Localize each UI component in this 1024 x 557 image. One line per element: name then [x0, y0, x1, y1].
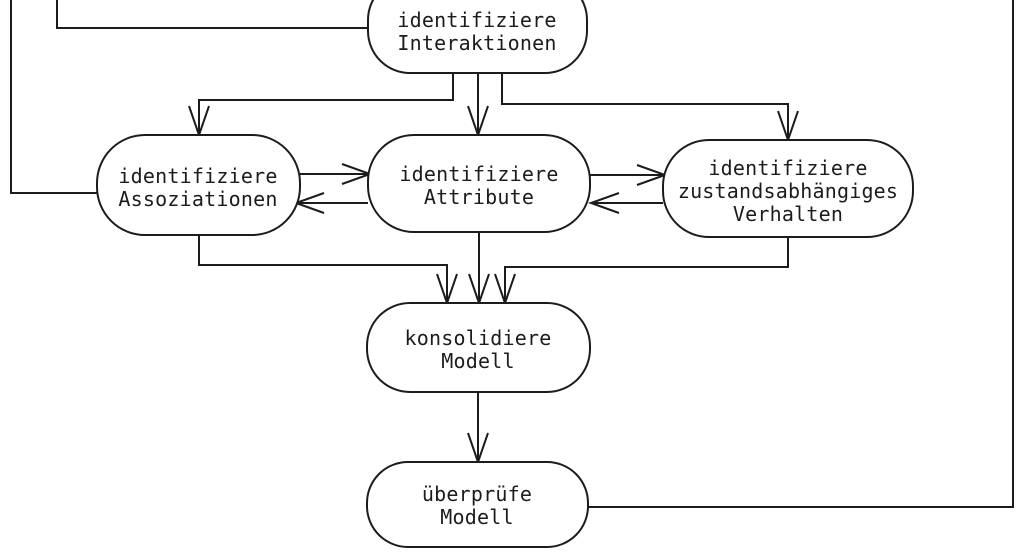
edge-offscreen-to-interaktionen [56, 0, 368, 29]
node-label-assoziationen-line1: identifiziere [118, 164, 277, 188]
node-shape-assoziationen [96, 134, 301, 236]
arrowhead-verhalten-to-attribute [588, 192, 620, 214]
node-label-interaktionen-line2: Interaktionen [397, 31, 556, 55]
node-shape-interaktionen [367, 0, 588, 74]
edge-ueberpruefe-to-offscreen [588, 0, 1014, 508]
edge-assoziationen-to-konsolidiere [198, 235, 448, 303]
node-label-verhalten-line3: Verhalten [733, 202, 843, 226]
edge-interaktionen-to-assoziationen [198, 73, 454, 135]
node-konsolidiere-modell: konsolidiere Modell [366, 302, 591, 393]
node-label-interaktionen-line1: identifiziere [397, 8, 556, 32]
edges [10, 0, 1014, 508]
edge-offscreen-to-assoziationen [10, 0, 99, 194]
node-label-konsolidiere-line2: Modell [441, 349, 514, 373]
node-ueberpruefe-modell: überprüfe Modell [366, 461, 589, 548]
node-label-attribute-line2: Attribute [424, 185, 534, 209]
node-label-verhalten-line1: identifiziere [708, 156, 867, 180]
node-shape-verhalten [662, 139, 914, 238]
edge-interaktionen-to-verhalten [501, 73, 789, 140]
node-identifiziere-attribute: identifiziere Attribute [367, 134, 591, 233]
node-identifiziere-zustandsabhaengiges-verhalten: identifiziere zustandsabhängiges Verhalt… [662, 139, 914, 238]
node-identifiziere-interaktionen: identifiziere Interaktionen [367, 0, 588, 74]
node-label-ueberpruefe-line1: überprüfe [422, 482, 532, 506]
node-shape-konsolidiere [366, 302, 591, 393]
edge-verhalten-to-konsolidiere [504, 237, 789, 303]
node-shape-attribute [367, 134, 591, 233]
node-label-attribute-line1: identifiziere [399, 162, 558, 186]
node-label-verhalten-line2: zustandsabhängiges [678, 179, 898, 203]
node-label-assoziationen-line2: Assoziationen [118, 187, 277, 211]
node-label-ueberpruefe-line2: Modell [440, 505, 513, 529]
node-label-konsolidiere-line1: konsolidiere [405, 326, 552, 350]
node-shape-ueberpruefe [366, 461, 589, 548]
node-identifiziere-assoziationen: identifiziere Assoziationen [96, 134, 301, 236]
